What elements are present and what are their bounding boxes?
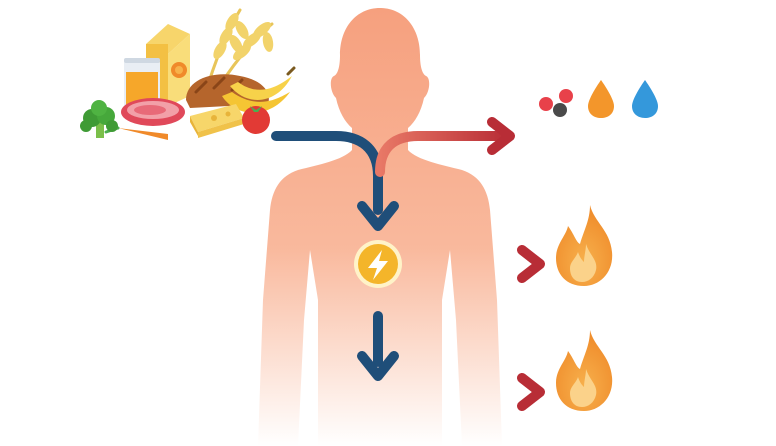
food-group-icon bbox=[80, 8, 296, 140]
banana-icon bbox=[222, 66, 296, 113]
energy-bolt-icon bbox=[354, 240, 402, 288]
tomato-icon bbox=[242, 106, 270, 134]
broccoli-icon bbox=[80, 100, 118, 138]
steak-icon bbox=[121, 98, 185, 126]
water-drop-icon bbox=[632, 80, 658, 118]
cheese-icon bbox=[190, 104, 244, 138]
flame-icon bbox=[556, 330, 613, 411]
flame-icon bbox=[556, 205, 613, 286]
excretion-arrow bbox=[375, 117, 515, 177]
molecule-icon bbox=[539, 89, 573, 117]
fat-drop-icon bbox=[588, 80, 614, 118]
energy-output-arrow bbox=[409, 245, 545, 283]
heat-output-arrow bbox=[439, 373, 545, 411]
storage-down-arrow bbox=[357, 311, 399, 381]
